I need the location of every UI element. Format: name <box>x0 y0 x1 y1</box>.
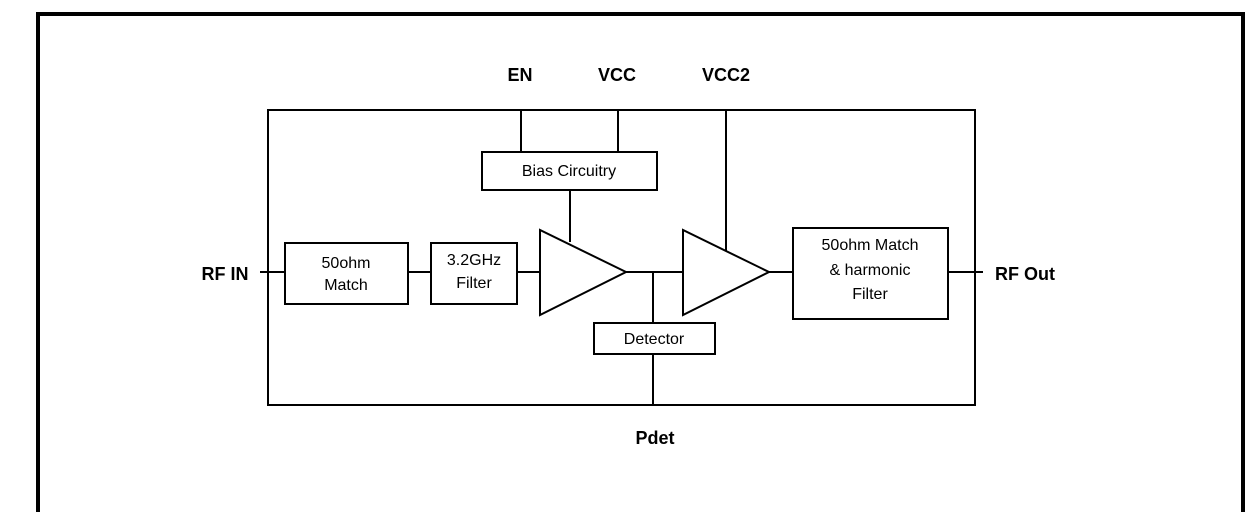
pin-vcc2-label: VCC2 <box>702 65 750 85</box>
filter-block <box>430 242 518 305</box>
pin-rf-out-label: RF Out <box>995 264 1055 284</box>
diagram-frame <box>36 12 1245 512</box>
filter-label-line2: Filter <box>456 275 492 292</box>
bias-circuitry-label: Bias Circuitry <box>522 163 616 180</box>
input-match-label-line2: Match <box>324 277 368 294</box>
detector-label: Detector <box>624 331 685 348</box>
detector-block <box>593 322 716 355</box>
chip-boundary <box>267 109 976 406</box>
input-match-label-line1: 50ohm <box>322 255 371 272</box>
pin-rf-in-label: RF IN <box>202 264 249 284</box>
output-match-label-line1: 50ohm Match <box>822 237 919 254</box>
input-match-block <box>284 242 409 305</box>
amplifier-stage-1 <box>539 228 629 317</box>
filter-label-line1: 3.2GHz <box>447 252 501 269</box>
bias-circuitry-block <box>481 151 658 191</box>
pin-en-label: EN <box>507 65 532 85</box>
pin-pdet-label: Pdet <box>635 428 674 448</box>
output-match-label-line2: & harmonic <box>830 262 911 279</box>
pin-vcc-label: VCC <box>598 65 636 85</box>
amplifier-stage-2 <box>682 228 772 317</box>
output-match-label-line3: Filter <box>852 286 888 303</box>
output-match-block <box>792 227 949 320</box>
